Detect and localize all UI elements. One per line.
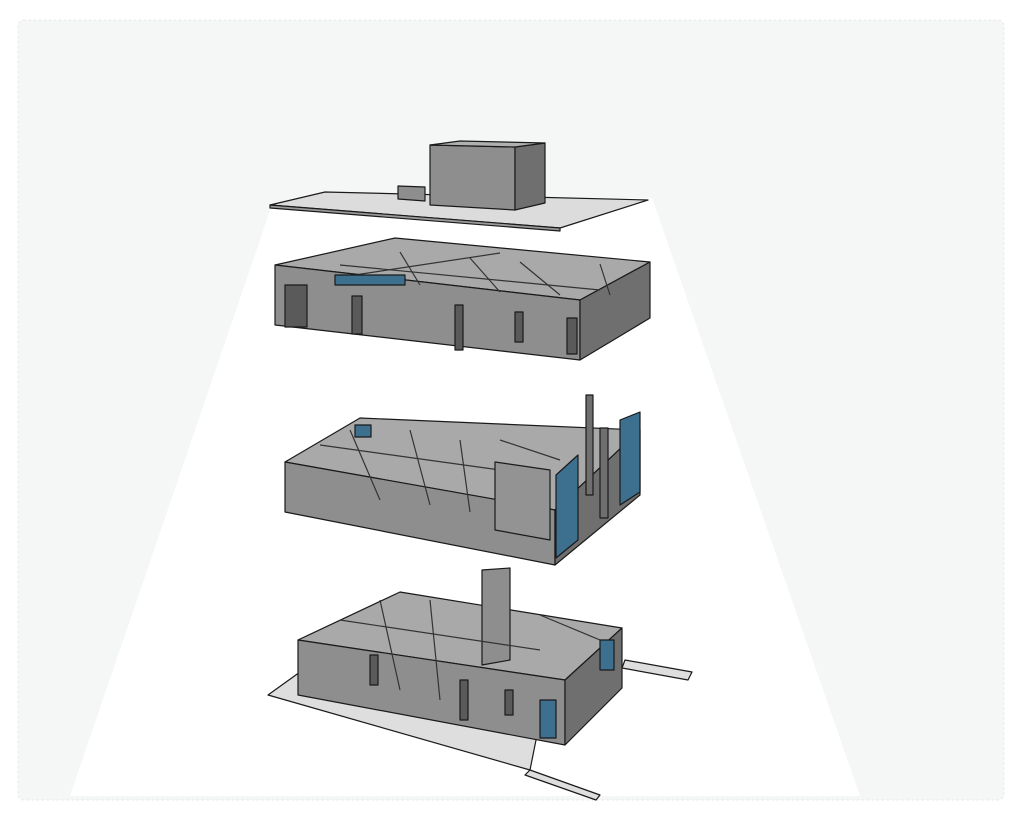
upper-side <box>579 261 651 361</box>
roof-stair-box-front <box>429 144 516 211</box>
ground-stair-tower <box>481 567 511 666</box>
roof-slab-edge <box>269 204 561 232</box>
middle-wall-block <box>494 461 551 541</box>
upper-window-band <box>334 274 406 286</box>
ground-door-openings <box>369 654 514 721</box>
middle-floor-level <box>284 394 641 566</box>
middle-columns <box>354 394 609 519</box>
roof-small-box <box>397 185 426 202</box>
roof-stair-box-top <box>429 140 546 148</box>
roof-stair-box-side <box>514 142 546 211</box>
ground-floor-level <box>267 567 693 801</box>
ground-glazing <box>539 639 615 739</box>
middle-glazing <box>555 411 641 559</box>
upper-floor-level <box>274 237 651 361</box>
ground-path-bottom <box>524 769 601 801</box>
upper-door-openings <box>284 284 578 355</box>
ground-path-right <box>621 659 693 681</box>
upper-interior-walls <box>334 251 611 296</box>
roof-level <box>269 140 649 232</box>
middle-interior-walls <box>319 429 561 513</box>
ground-interior-walls <box>339 599 601 701</box>
